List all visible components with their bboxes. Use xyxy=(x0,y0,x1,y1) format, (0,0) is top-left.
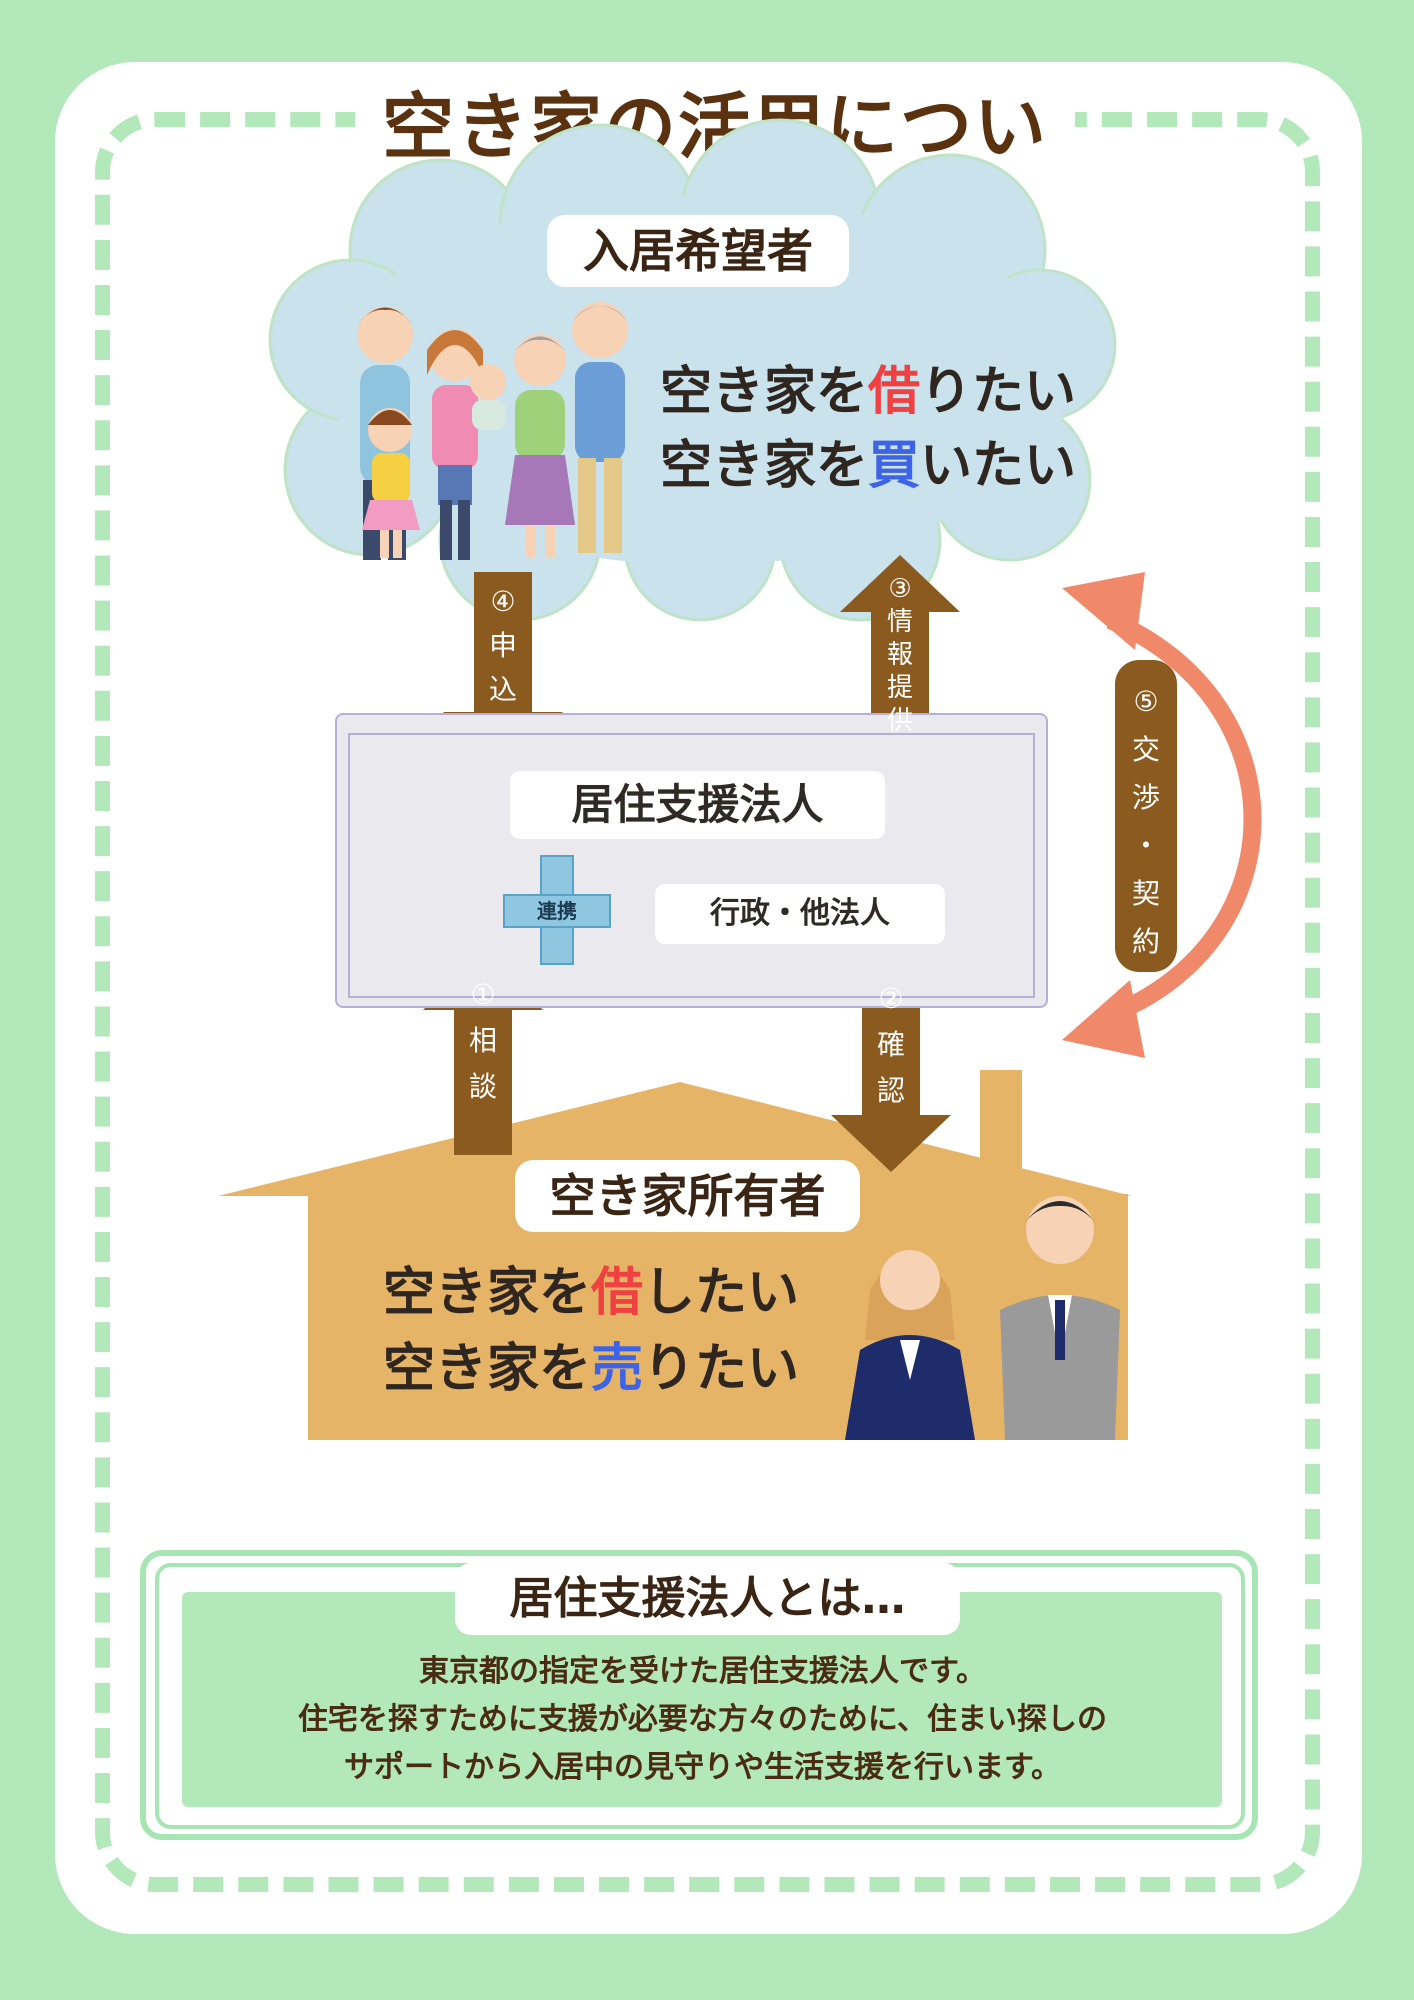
step5-char: ・ xyxy=(1131,829,1160,862)
step2-char: 確 xyxy=(876,1028,905,1061)
owner-house xyxy=(218,1070,1132,1440)
step3-char: 供 xyxy=(886,706,913,736)
owner-want-sell: 空き家を売りたい xyxy=(383,1339,800,1399)
step3-char: 提 xyxy=(886,673,913,703)
link-label: 連携 xyxy=(503,894,611,928)
step3-char: 情 xyxy=(886,607,913,637)
person-grandfather xyxy=(572,302,628,553)
step1-char: 相 xyxy=(468,1024,497,1057)
step5-label: ⑤ 交 渉 ・ 契 約 xyxy=(1115,678,1177,966)
seeker-label: 入居希望者 xyxy=(547,215,849,287)
person-baby xyxy=(470,364,506,430)
info-title: 居住支援法人とは… xyxy=(455,1563,960,1635)
step1-char: 談 xyxy=(468,1070,497,1103)
step4-number: ④ xyxy=(490,585,516,618)
step1-label: ① 相 談 xyxy=(454,978,512,1104)
step5-char: 約 xyxy=(1131,925,1160,958)
partner-label: 行政・他法人 xyxy=(655,884,945,944)
step1-number: ① xyxy=(470,978,496,1011)
step5-char: 渉 xyxy=(1131,781,1160,814)
step4-char: 込 xyxy=(488,673,517,706)
info-frame-outer xyxy=(140,1550,1258,1840)
owner-people xyxy=(845,1196,1120,1440)
person-woman xyxy=(845,1250,975,1440)
person-grandmother xyxy=(505,334,575,557)
step3-number: ③ xyxy=(888,574,912,604)
step3-char: 報 xyxy=(886,640,913,670)
seeker-want-rent: 空き家を借りたい xyxy=(660,362,1077,422)
info-line: 東京都の指定を受けた居住支援法人です。 xyxy=(419,1654,986,1689)
step5-pill xyxy=(1115,660,1177,972)
info-text: 東京都の指定を受けた居住支援法人です。 住宅を探すために支援が必要な方々のために… xyxy=(190,1648,1215,1792)
step4-char: 申 xyxy=(488,629,517,662)
step2-number: ② xyxy=(878,982,904,1015)
step2-char: 認 xyxy=(876,1074,905,1107)
seeker-want-buy: 空き家を買いたい xyxy=(660,436,1077,496)
step5-number: ⑤ xyxy=(1133,685,1159,718)
seeker-wants: 空き家を借りたい 空き家を買いたい xyxy=(660,355,1076,503)
support-title: 居住支援法人 xyxy=(510,771,885,839)
family-illustration xyxy=(357,302,628,560)
step4-label: ④ 申 込 xyxy=(474,585,532,707)
support-panel-inner xyxy=(348,733,1035,998)
step3-label: ③ 情 報 提 供 xyxy=(871,573,929,738)
arrow-step5-curve xyxy=(1062,572,1262,1058)
step2-label: ② 確 認 xyxy=(862,982,920,1108)
support-panel xyxy=(335,713,1048,1008)
step5-char: 契 xyxy=(1131,877,1160,910)
owner-wants: 空き家を借したい 空き家を売りたい xyxy=(383,1255,799,1407)
person-mother xyxy=(427,329,483,560)
owner-want-lend: 空き家を借したい xyxy=(383,1263,800,1323)
person-man xyxy=(1000,1196,1120,1440)
info-line: サポートから入居中の見守りや生活支援を行います。 xyxy=(344,1750,1061,1785)
owner-label: 空き家所有者 xyxy=(515,1160,860,1232)
person-girl xyxy=(362,408,420,558)
info-line: 住宅を探すために支援が必要な方々のために、住まい探しの xyxy=(297,1702,1108,1737)
step5-char: 交 xyxy=(1131,733,1160,766)
